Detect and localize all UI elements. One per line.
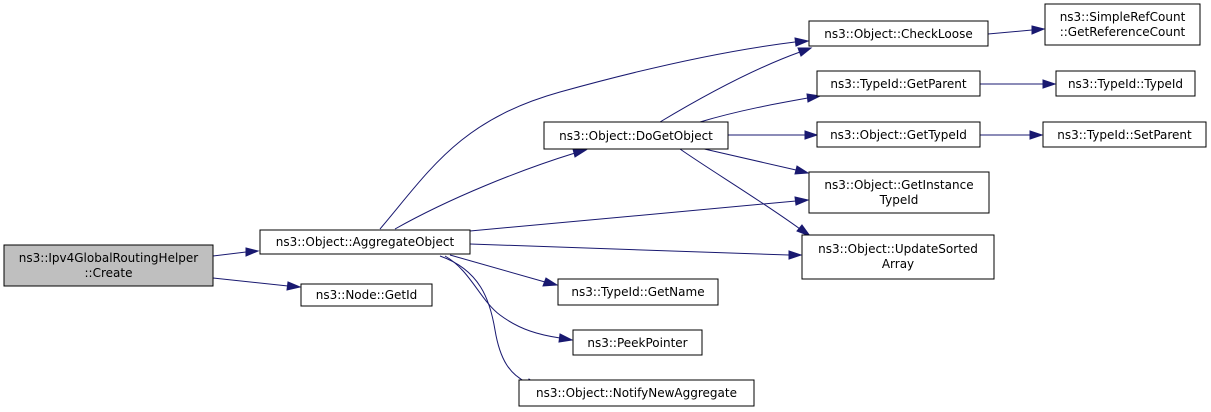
- edge-create-to-aggregate: [212, 251, 247, 257]
- edge-dogetobject-to-getinstance: [699, 147, 797, 171]
- edge-dogetobject-to-updatesorted-arrow: [796, 224, 812, 238]
- node-label: ns3::TypeId::TypeId: [1068, 77, 1183, 91]
- node-box: [300, 283, 433, 307]
- node-label-line-1: ns3::SimpleRefCount: [1060, 10, 1186, 24]
- node-label: ns3::Object::CheckLoose: [824, 27, 972, 41]
- edge-getparent-to-typeidctor-arrow: [1042, 79, 1057, 89]
- node-ipv4-global-routing-helper-create[interactable]: ns3::Ipv4GlobalRoutingHelper ::Create: [3, 244, 214, 287]
- node-label: ns3::Object::DoGetObject: [559, 129, 713, 143]
- edge-aggregate-to-getinstance: [469, 200, 797, 232]
- node-object-get-type-id[interactable]: ns3::Object::GetTypeId: [816, 121, 981, 148]
- edge-aggregate-to-dogetobject-arrow: [572, 148, 588, 158]
- edge-dogetobject-to-getparent: [699, 97, 809, 123]
- node-peek-pointer[interactable]: ns3::PeekPointer: [572, 329, 703, 356]
- node-label: ns3::TypeId::SetParent: [1057, 128, 1192, 142]
- node-node-get-id[interactable]: ns3::Node::GetId: [300, 283, 433, 307]
- edge-aggregate-to-dogetobject: [394, 152, 576, 230]
- node-type-id-type-id[interactable]: ns3::TypeId::TypeId: [1055, 70, 1196, 97]
- node-box: [518, 379, 755, 407]
- node-object-aggregate-object[interactable]: ns3::Object::AggregateObject: [259, 229, 471, 255]
- node-object-get-instance-type-id[interactable]: ns3::Object::GetInstance TypeId: [808, 171, 990, 214]
- edge-aggregate-to-getname: [449, 254, 546, 283]
- edge-checkloose-to-refcount: [987, 29, 1033, 35]
- node-box: [1044, 3, 1201, 46]
- edge-aggregate-to-checkloose: [379, 41, 796, 230]
- edge-aggregate-to-getname-arrow: [542, 277, 559, 287]
- node-box: [808, 171, 990, 214]
- node-box: [1055, 70, 1196, 97]
- node-type-id-set-parent[interactable]: ns3::TypeId::SetParent: [1042, 121, 1207, 148]
- node-box: [808, 20, 989, 47]
- node-type-id-get-parent[interactable]: ns3::TypeId::GetParent: [816, 70, 981, 97]
- node-type-id-get-name[interactable]: ns3::TypeId::GetName: [557, 278, 719, 306]
- node-simple-ref-count-get-reference-count[interactable]: ns3::SimpleRefCount ::GetReferenceCount: [1044, 3, 1201, 46]
- node-box: [557, 278, 719, 306]
- edge-create-to-getid-arrow: [286, 281, 302, 291]
- node-label: ns3::Object::AggregateObject: [276, 235, 455, 249]
- node-label: ns3::Object::NotifyNewAggregate: [536, 386, 737, 400]
- node-label: ns3::TypeId::GetParent: [830, 77, 966, 91]
- edges: [212, 25, 1057, 388]
- edge-aggregate-to-updatesorted-arrow: [788, 250, 803, 260]
- node-label: ns3::Object::GetTypeId: [830, 128, 967, 142]
- node-box: [816, 70, 981, 97]
- edge-dogetobject-to-gettypeid-arrow: [804, 130, 819, 140]
- edge-dogetobject-to-getinstance-arrow: [794, 165, 810, 175]
- node-label-line-2: ::GetReferenceCount: [1060, 25, 1186, 39]
- node-object-check-loose[interactable]: ns3::Object::CheckLoose: [808, 20, 989, 47]
- edge-create-to-getid: [212, 277, 289, 287]
- node-label-line-2: TypeId: [879, 193, 919, 207]
- edge-dogetobject-to-checkloose: [659, 51, 801, 123]
- edge-aggregate-to-updatesorted: [469, 243, 790, 256]
- node-object-notify-new-aggregate[interactable]: ns3::Object::NotifyNewAggregate: [518, 379, 755, 407]
- node-label: ns3::Node::GetId: [316, 288, 418, 302]
- edge-aggregate-to-peekpointer: [444, 255, 561, 339]
- edge-aggregate-to-peekpointer-arrow: [558, 333, 574, 343]
- edge-aggregate-to-notify: [439, 255, 529, 384]
- node-label-line-1: ns3::Ipv4GlobalRoutingHelper: [19, 251, 198, 265]
- node-label-line-1: ns3::Object::GetInstance: [824, 178, 973, 192]
- edge-create-to-aggregate-arrow: [245, 247, 260, 257]
- node-box: [572, 329, 703, 356]
- edge-dogetobject-to-updatesorted: [679, 148, 801, 230]
- node-object-update-sorted-array[interactable]: ns3::Object::UpdateSorted Array: [801, 234, 995, 280]
- node-box: [801, 234, 995, 280]
- node-label-line-1: ns3::Object::UpdateSorted: [818, 242, 978, 256]
- node-label-line-2: ::Create: [85, 266, 133, 280]
- edge-aggregate-to-getinstance-arrow: [794, 196, 810, 206]
- edge-aggregate-to-checkloose-arrow: [794, 37, 810, 47]
- node-label-line-2: Array: [882, 257, 914, 271]
- node-box: [1042, 121, 1207, 148]
- node-box: [259, 229, 471, 255]
- node-box: [3, 244, 214, 287]
- node-object-do-get-object[interactable]: ns3::Object::DoGetObject: [543, 121, 729, 150]
- edge-gettypeid-to-setparent-arrow: [1029, 130, 1044, 140]
- node-label: ns3::TypeId::GetName: [571, 285, 704, 299]
- edge-dogetobject-to-checkloose-arrow: [797, 47, 813, 57]
- node-box: [816, 121, 981, 148]
- node-box: [543, 121, 729, 150]
- node-label: ns3::PeekPointer: [587, 336, 687, 350]
- edge-checkloose-to-refcount-arrow: [1031, 25, 1046, 35]
